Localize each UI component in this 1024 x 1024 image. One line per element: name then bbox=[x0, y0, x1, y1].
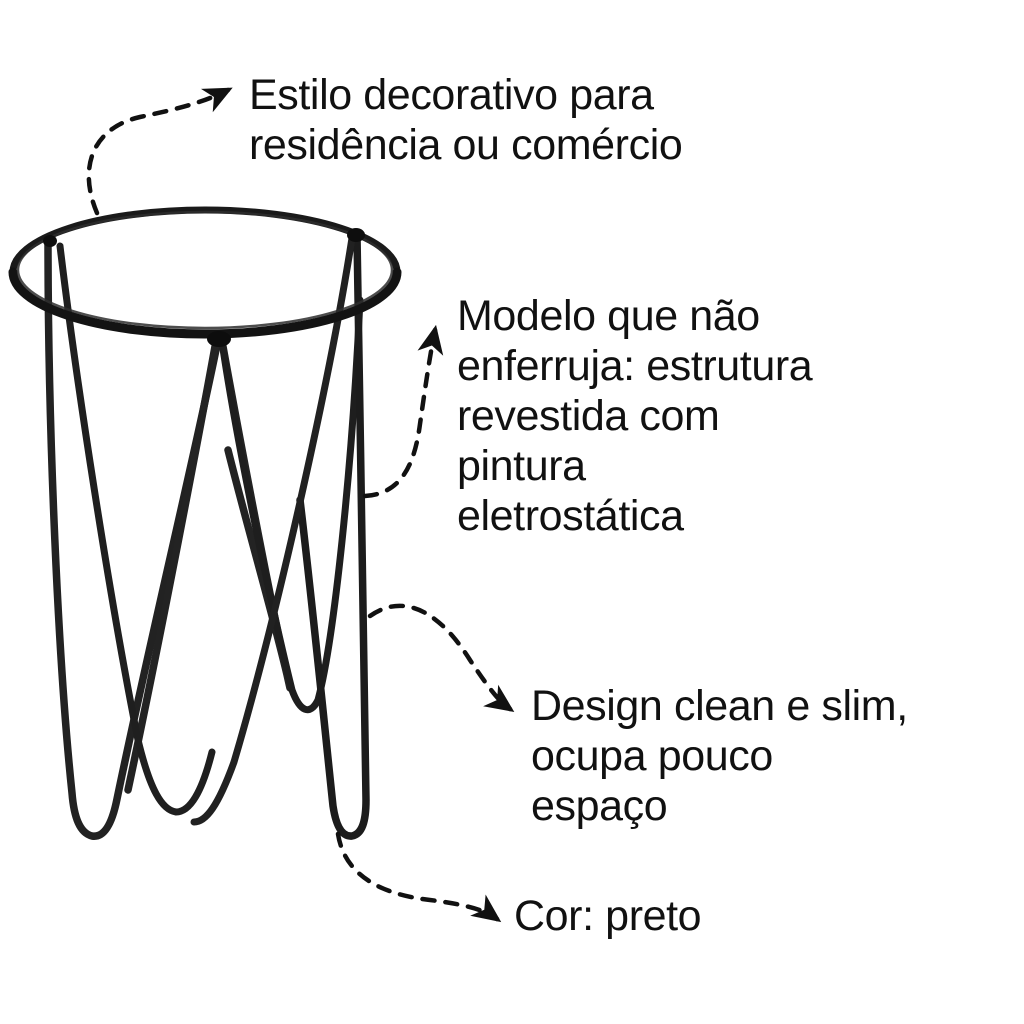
plant-stand-graphic bbox=[8, 206, 402, 840]
arrow-to-leg-upper bbox=[362, 324, 444, 499]
callout-arrows bbox=[86, 87, 515, 923]
rim-front-arc bbox=[8, 267, 402, 339]
leg-right-outer bbox=[296, 232, 370, 840]
leg-inner-v bbox=[218, 296, 364, 714]
leg-center-left-diagonal bbox=[124, 337, 220, 794]
rim-joints bbox=[43, 228, 365, 347]
leg-left-outer bbox=[44, 237, 222, 840]
callout-text-modelo: Modelo que não enferruja: estrutura reve… bbox=[457, 292, 813, 540]
callout-text-estilo: Estilo decorativo para residência ou com… bbox=[249, 71, 683, 169]
callout-text-design: Design clean e slim, ocupa pouco espaço bbox=[531, 682, 908, 830]
rim-inner-highlight bbox=[16, 210, 394, 330]
rim-back-arc bbox=[9, 206, 401, 276]
arrow-to-leg-mid bbox=[367, 603, 515, 713]
arrow-to-rim bbox=[86, 87, 233, 216]
leg-right-diagonal bbox=[190, 234, 356, 826]
arrow-to-foot bbox=[335, 831, 502, 923]
callout-text-cor: Cor: preto bbox=[514, 892, 702, 940]
leg-left-diagonal bbox=[56, 242, 216, 816]
